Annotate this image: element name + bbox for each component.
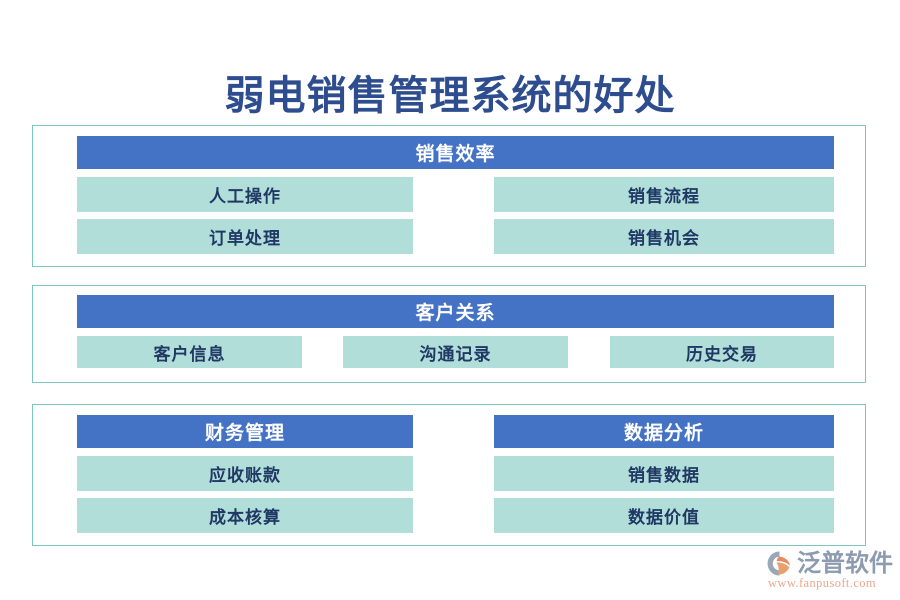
logo-name: 泛普软件 — [797, 549, 893, 577]
section-card-finance-and-analytics: 财务管理 数据分析 应收账款 成本核算 销售数据 数据价值 — [32, 404, 866, 546]
section-card-sales-efficiency: 销售效率 人工操作 销售流程 订单处理 销售机会 — [32, 125, 866, 267]
section-header-sales-efficiency[interactable]: 销售效率 — [77, 136, 834, 169]
section-header-finance[interactable]: 财务管理 — [77, 415, 413, 448]
logo-url: www.fanpusoft.com — [768, 576, 877, 590]
logo-row: 泛普软件 — [766, 548, 893, 578]
section-item[interactable]: 数据价值 — [494, 498, 834, 533]
section-card-customer-relations: 客户关系 客户信息 沟通记录 历史交易 — [32, 285, 866, 383]
section-inner: 客户关系 客户信息 沟通记录 历史交易 — [33, 286, 865, 382]
section-inner: 销售效率 人工操作 销售流程 订单处理 销售机会 — [33, 126, 865, 266]
section-header-customer-relations[interactable]: 客户关系 — [77, 295, 834, 328]
page-title: 弱电销售管理系统的好处 — [224, 73, 676, 118]
section-item[interactable]: 人工操作 — [77, 177, 413, 212]
section-item[interactable]: 销售流程 — [494, 177, 834, 212]
section-item[interactable]: 销售机会 — [494, 219, 834, 254]
section-item[interactable]: 客户信息 — [77, 336, 302, 368]
section-item[interactable]: 订单处理 — [77, 219, 413, 254]
section-inner: 财务管理 数据分析 应收账款 成本核算 销售数据 数据价值 — [33, 405, 865, 545]
brand-logo[interactable]: 泛普软件 www.fanpusoft.com — [766, 548, 893, 592]
section-item[interactable]: 成本核算 — [77, 498, 413, 533]
section-item[interactable]: 沟通记录 — [343, 336, 568, 368]
section-item[interactable]: 销售数据 — [494, 456, 834, 491]
section-item[interactable]: 历史交易 — [610, 336, 834, 368]
section-item[interactable]: 应收账款 — [77, 456, 413, 491]
fanpu-swirl-icon — [766, 550, 794, 577]
section-header-analytics[interactable]: 数据分析 — [494, 415, 834, 448]
